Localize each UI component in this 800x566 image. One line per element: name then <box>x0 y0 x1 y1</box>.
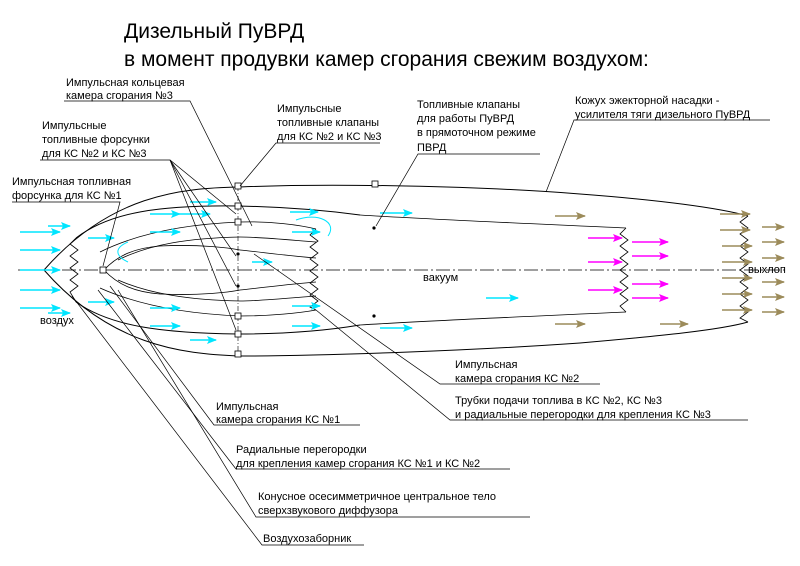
leader-fuel-tubes <box>315 309 748 421</box>
center-cone <box>103 245 241 295</box>
label-chamber-1-2: камера сгорания КС №1 <box>216 414 340 426</box>
label-fuel-tubes-1: Трубки подачи топлива в КС №2, КС №3 <box>455 395 662 407</box>
label-ring-chamber-1: Импульсная кольцевая <box>66 77 185 89</box>
leader-injectors-23d <box>169 159 237 331</box>
center-tail <box>239 249 317 291</box>
label-injector-1-2: форсунка для КС №1 <box>12 190 122 202</box>
shroud-exit-partition <box>739 215 749 323</box>
fuel-port <box>236 252 240 256</box>
title-line-2: в момент продувки камер сгорания свежим … <box>124 48 649 71</box>
label-injector-1-1: Импульсная топливная <box>12 176 131 188</box>
label-center-body-2: сверхзвукового диффузора <box>258 505 399 517</box>
label-valves-23-2: топливные клапаны <box>277 117 379 129</box>
fuel-port <box>372 314 376 318</box>
labels: Импульсная кольцевая камера сгорания №3 … <box>12 77 786 545</box>
title-line-1: Дизельный ПуВРД <box>124 20 304 43</box>
mid-partition <box>619 227 629 313</box>
label-ejector-shroud-1: Кожух эжекторной насадки - <box>575 95 720 107</box>
valve-square <box>234 202 242 210</box>
leader-ejector-shroud <box>545 119 770 193</box>
intake-partition <box>69 237 79 303</box>
valve-square <box>234 182 242 190</box>
leader-ring-chamber <box>64 100 253 227</box>
leader-intake <box>71 295 364 546</box>
leader-chamber-2 <box>253 253 600 385</box>
chamber-inner-wall <box>117 236 317 302</box>
air-swirl <box>117 216 331 263</box>
fuel-port <box>372 226 376 230</box>
label-ejector-shroud-2: усилителя тяги дизельного ПуВРД <box>575 109 751 121</box>
flow-arrows <box>20 198 785 344</box>
chamber-exit-partition <box>309 228 319 311</box>
label-chamber-2-2: камера сгорания КС №2 <box>455 373 579 385</box>
ejector-shroud <box>43 184 749 357</box>
label-injectors-23-1: Импульсные <box>42 120 106 132</box>
valve-square <box>234 218 242 226</box>
injector-1-square <box>99 266 107 274</box>
label-valves-23-3: для КС №2 и КС №3 <box>277 131 382 143</box>
label-radial-partitions-1: Радиальные перегородки <box>236 444 367 456</box>
leader-injectors-23b <box>169 159 237 257</box>
valve-square <box>234 330 242 338</box>
leader-injector-1 <box>12 201 121 267</box>
valve-square <box>234 350 242 358</box>
leader-center-body <box>117 289 530 518</box>
leader-radial-partitions <box>97 289 510 470</box>
label-ring-chamber-2: камера сгорания №3 <box>66 90 173 102</box>
ring-chamber-wall <box>99 221 317 317</box>
fuel-port <box>236 284 240 288</box>
leader-lines <box>12 100 770 546</box>
label-vacuum: вакуум <box>423 272 458 284</box>
label-intake: Воздухозаборник <box>263 533 351 545</box>
label-radial-partitions-2: для крепления камер сгорания КС №1 и КС … <box>236 458 480 470</box>
ramjet-valve-square <box>371 180 379 188</box>
valve-square <box>234 312 242 320</box>
label-air-in: воздух <box>40 315 74 327</box>
label-fuel-tubes-2: и радиальные перегородки для крепления К… <box>455 409 711 421</box>
leader-valves-23 <box>239 142 380 187</box>
label-exhaust: выхлоп <box>748 264 786 276</box>
label-valves-23-1: Импульсные <box>277 103 341 115</box>
label-valves-ramjet-3: в прямоточном режиме <box>417 127 536 139</box>
label-valves-ramjet-2: для работы ПуВРД <box>417 113 515 125</box>
label-valves-ramjet-1: Топливные клапаны <box>417 99 520 111</box>
label-injectors-23-3: для КС №2 и КС №3 <box>42 148 147 160</box>
engine-body <box>18 180 785 358</box>
label-injectors-23-2: топливные форсунки <box>42 134 150 146</box>
label-center-body-1: Конусное осесимметричное центральное тел… <box>258 491 496 503</box>
label-valves-ramjet-4: ПВРД <box>417 142 447 154</box>
tail-pipe <box>359 214 627 326</box>
leader-valves-ramjet <box>375 153 540 227</box>
leader-chamber-1 <box>109 285 360 426</box>
leader-injectors-23c <box>169 159 237 287</box>
label-chamber-2-1: Импульсная <box>455 359 518 371</box>
label-chamber-1-1: Импульсная <box>216 401 279 413</box>
